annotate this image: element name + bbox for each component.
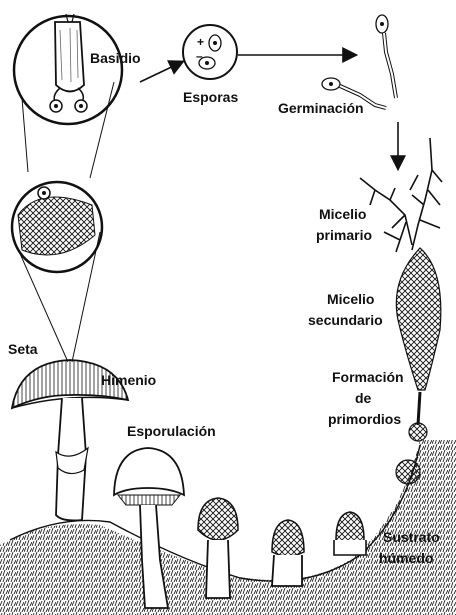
label-himenio: Himenio — [101, 372, 156, 388]
button-stage-mushroom-illustration — [272, 520, 304, 586]
label-germinacion: Germinación — [278, 100, 364, 116]
label-micelio-secundario-1: Micelio — [327, 291, 374, 307]
svg-text:–: – — [196, 49, 203, 63]
label-basidio: Basidio — [90, 50, 141, 66]
arrow-basidio-to-esporas — [140, 62, 182, 82]
label-formacion-2: de — [355, 390, 372, 406]
label-esporulacion: Esporulación — [127, 423, 216, 439]
label-formacion-1: Formación — [332, 369, 404, 385]
label-micelio-secundario-2: secundario — [308, 312, 383, 328]
spores-illustration: + – — [183, 25, 237, 79]
basidium-illustration — [14, 14, 122, 124]
label-formacion-3: primordios — [328, 411, 401, 427]
germination-illustration — [322, 15, 396, 108]
svg-text:+: + — [197, 35, 204, 49]
gill-section-illustration — [12, 182, 102, 272]
label-sustrato-2: húmedo — [379, 550, 433, 566]
label-sustrato-1: Sustrato — [383, 529, 440, 545]
small-primordium-illustration — [334, 512, 366, 555]
label-micelio-primario-1: Micelio — [319, 206, 366, 222]
primary-mycelium-illustration — [360, 138, 442, 252]
label-esporas: Esporas — [183, 89, 238, 105]
label-seta: Seta — [8, 341, 38, 357]
label-micelio-primario-2: primario — [316, 227, 372, 243]
